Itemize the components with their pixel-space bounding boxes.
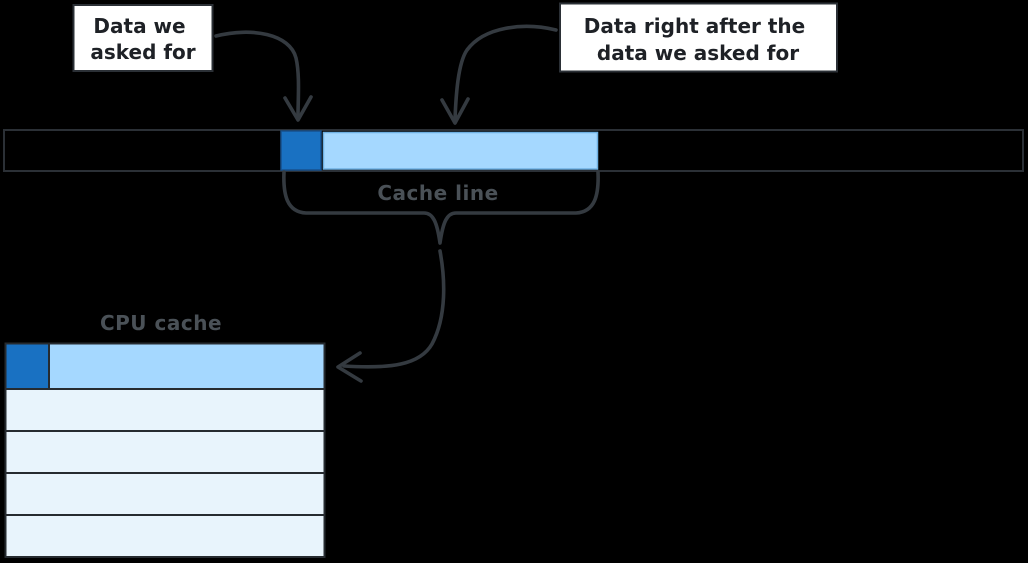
- arrow-to-requested-data-head: [283, 95, 313, 122]
- arrow-to-cpu-cache-shaft: [342, 249, 446, 369]
- cache-row-1: [4, 342, 326, 390]
- cache-row-1-requested-cell: [4, 342, 50, 390]
- cache-row-1-line-cell: [48, 342, 326, 390]
- cpu-cache-title: CPU cache: [100, 311, 222, 335]
- requested-data-segment: [280, 130, 322, 171]
- callout-text-data-right-after: Data right after the data we asked for: [584, 14, 812, 65]
- callout-box-data-right-after: [559, 2, 838, 73]
- arrow-to-adjacent-data: [440, 24, 558, 125]
- cpu-cache-table: [4, 342, 326, 558]
- cache-row-5: [4, 514, 326, 558]
- arrow-to-requested-data-shaft: [214, 30, 301, 118]
- cache-line-brace: [282, 170, 600, 245]
- cache-row-2: [4, 388, 326, 432]
- callout-data-right-after: Data right after the data we asked for: [559, 2, 838, 73]
- callout-line-2: asked for: [90, 40, 195, 64]
- adjacent-data-segment: [322, 131, 599, 170]
- memory-bar: [3, 129, 1024, 172]
- callout-line-1: Data we: [93, 14, 185, 38]
- cache-line-label: Cache line: [377, 181, 498, 205]
- callout-line-2: data we asked for: [597, 41, 799, 65]
- arrow-to-cpu-cache: [336, 249, 446, 383]
- arrow-to-adjacent-data-head: [440, 97, 470, 125]
- cache-row-4: [4, 472, 326, 516]
- arrow-to-adjacent-data-shaft: [453, 24, 558, 121]
- cache-row-3: [4, 430, 326, 474]
- callout-data-we-asked-for: Data we asked for: [72, 4, 214, 72]
- callout-line-1: Data right after the: [584, 14, 805, 38]
- arrow-to-cpu-cache-head: [336, 351, 363, 383]
- callout-box-data-we-asked-for: [72, 4, 214, 72]
- arrow-to-requested-data: [214, 30, 313, 122]
- callout-text-data-we-asked-for: Data we asked for: [90, 14, 195, 64]
